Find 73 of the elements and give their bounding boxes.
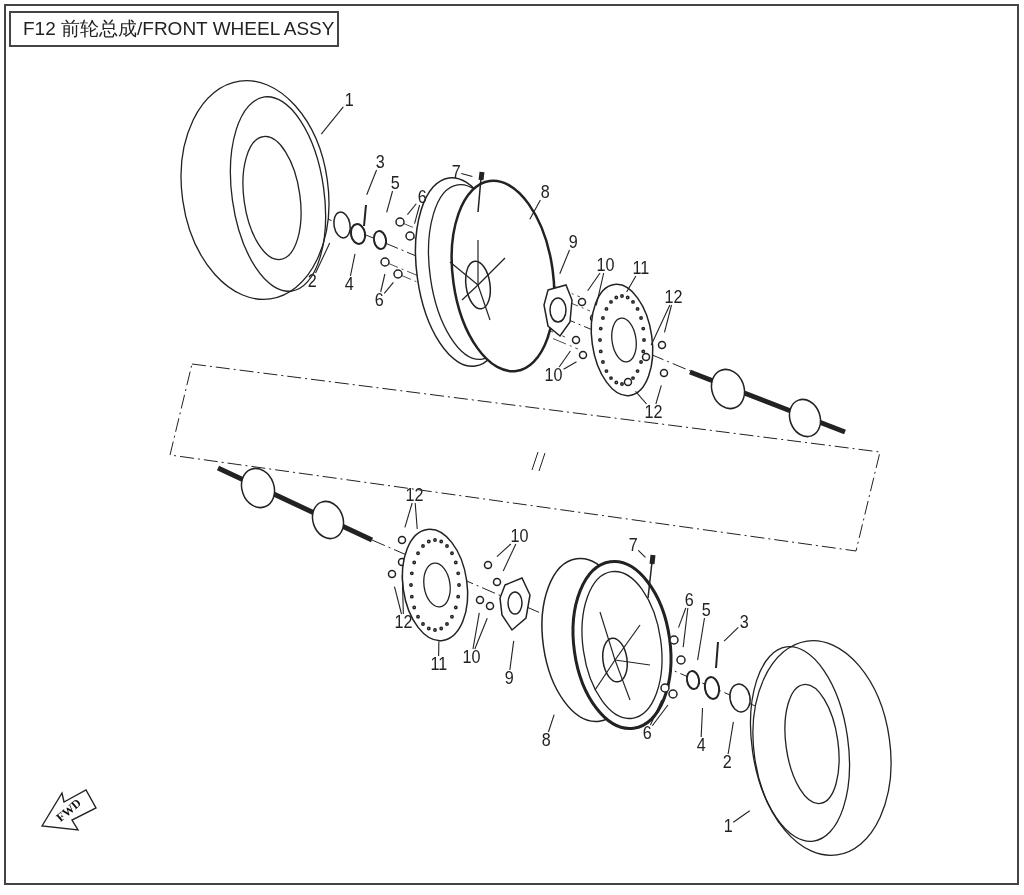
leader-line — [414, 502, 418, 530]
callout-number: 5 — [701, 600, 711, 620]
leader-line — [649, 699, 663, 726]
callout-number: 1 — [344, 90, 354, 110]
leader-line — [595, 272, 605, 306]
leader-line — [732, 810, 751, 823]
leader-line — [320, 106, 344, 135]
callout-number: 9 — [504, 668, 514, 688]
leader-line — [502, 543, 517, 572]
callout-number: 6 — [374, 290, 384, 310]
leader-line — [697, 617, 706, 661]
callout-number: 6 — [684, 590, 694, 610]
leader-line — [406, 203, 417, 216]
leader-line — [414, 204, 421, 225]
leader-line — [587, 272, 601, 292]
leader-line — [496, 543, 512, 558]
leader-line — [404, 502, 413, 528]
callout-number: 12 — [394, 612, 413, 632]
callout-number: 4 — [344, 274, 354, 294]
leader-line — [393, 586, 403, 615]
callout-number: 10 — [462, 647, 481, 667]
callout-number: 2 — [722, 752, 732, 772]
leader-line — [559, 249, 571, 275]
callout-number: 10 — [596, 255, 615, 275]
callout-number: 7 — [628, 535, 638, 555]
leader-line — [386, 190, 394, 213]
leader-line — [547, 714, 555, 733]
title-box — [9, 11, 339, 47]
leader-line — [474, 617, 488, 650]
leader-line — [383, 281, 394, 294]
leader-line — [727, 721, 734, 755]
leader-line — [663, 304, 673, 333]
callout-number: 11 — [632, 258, 649, 278]
callout-number: 9 — [568, 232, 578, 252]
leader-line — [677, 607, 687, 629]
leader-line — [700, 707, 704, 738]
title-text: F12 前轮总成/FRONT WHEEL ASSY — [23, 17, 335, 41]
leader-line — [563, 361, 578, 370]
callout-number: 12 — [644, 402, 663, 422]
callout-number: 10 — [510, 526, 529, 546]
leader-line — [655, 384, 662, 405]
leader-line — [682, 607, 689, 648]
leader-line — [529, 199, 541, 220]
callout-number: 7 — [451, 162, 461, 182]
leader-line — [472, 612, 480, 650]
callout-number: 8 — [541, 730, 551, 750]
callout-number: 4 — [696, 735, 706, 755]
leader-line — [626, 275, 637, 293]
callout-number: 12 — [664, 287, 683, 307]
callout-number: 6 — [642, 723, 652, 743]
leader-line — [558, 350, 571, 368]
callout-number: 5 — [390, 173, 400, 193]
leader-line — [366, 169, 378, 196]
leader-line — [438, 640, 440, 657]
leader-line — [315, 242, 331, 274]
leader-line — [380, 273, 386, 293]
callout-number: 3 — [375, 152, 385, 172]
leader-line — [460, 172, 473, 178]
callout-number: 12 — [405, 485, 424, 505]
leader-line — [635, 390, 648, 405]
callout-number: 3 — [739, 612, 749, 632]
callout-number: 2 — [307, 271, 317, 291]
leader-line — [637, 549, 646, 559]
leader-line — [349, 253, 356, 277]
leader-line — [650, 304, 671, 346]
leader-line — [723, 626, 739, 642]
callout-number: 8 — [540, 182, 550, 202]
callout-number: 1 — [723, 816, 733, 836]
callout-number: 11 — [430, 654, 447, 674]
leader-line — [401, 574, 404, 615]
callout-number: 10 — [544, 365, 563, 385]
leader-line — [509, 640, 515, 671]
leader-line — [651, 704, 669, 727]
